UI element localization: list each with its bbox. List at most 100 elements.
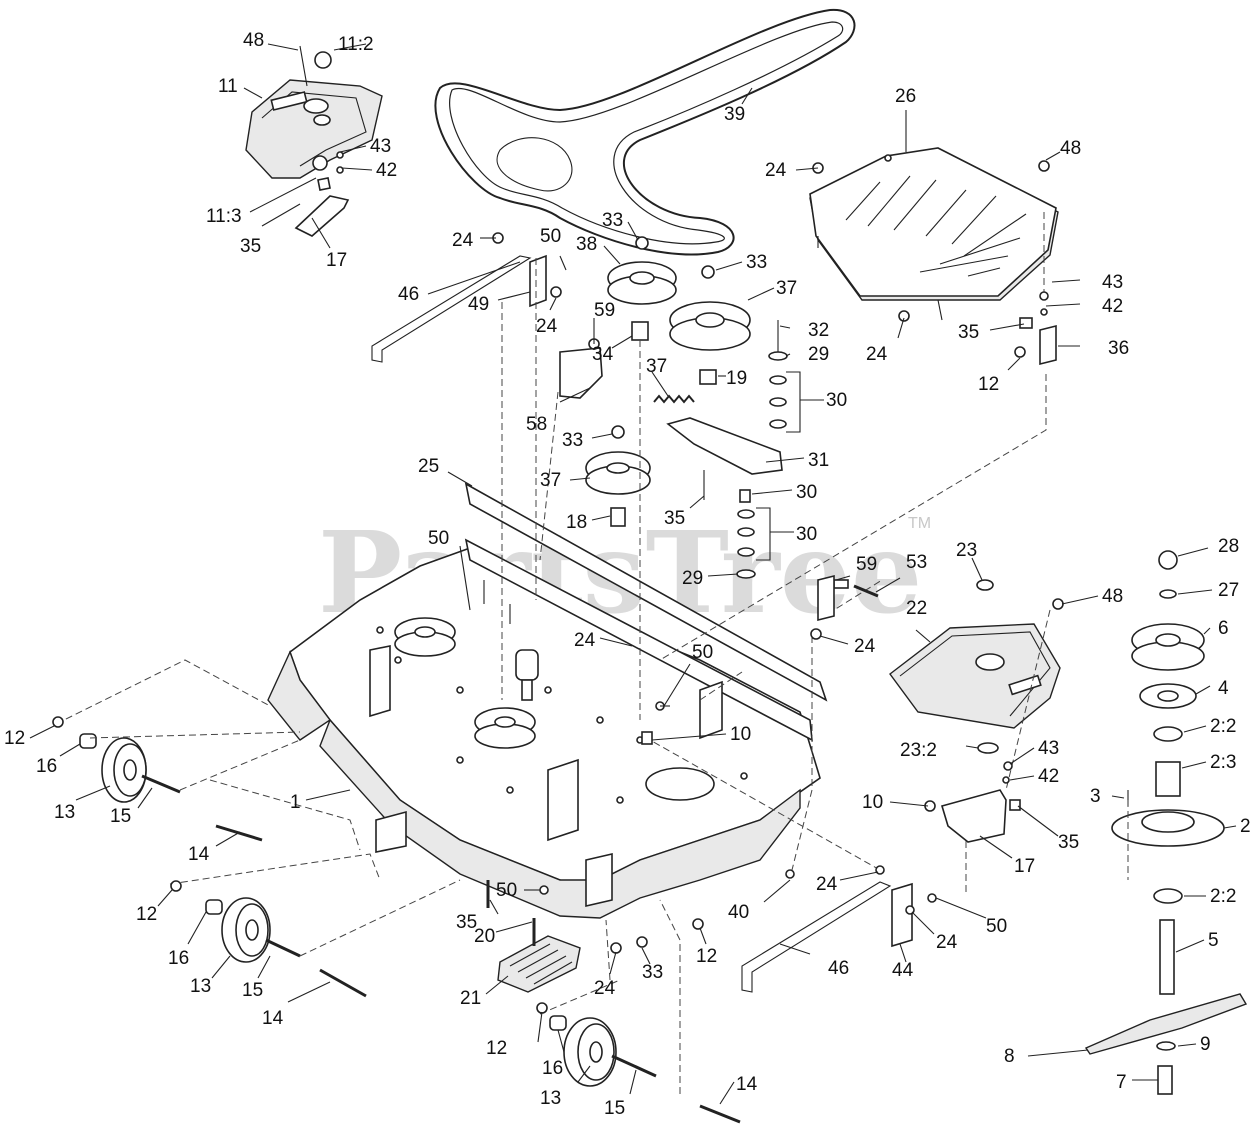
label-12-b: 12 bbox=[4, 728, 25, 749]
label-11: 11 bbox=[218, 76, 238, 97]
label-46: 44 bbox=[892, 960, 914, 981]
label-7: 8 bbox=[1004, 1046, 1015, 1067]
label-23-3: 23:2 bbox=[900, 740, 937, 761]
label-21-d: 24 bbox=[536, 316, 558, 337]
label-13-c: 13 bbox=[540, 1088, 561, 1109]
label-52-d: 50 bbox=[496, 880, 517, 901]
label-8: 9 bbox=[1200, 1034, 1211, 1055]
label-3: 3 bbox=[1090, 786, 1101, 807]
label-10-b: 10 bbox=[862, 792, 883, 813]
label-37: 38 bbox=[576, 234, 597, 255]
label-14-c: 14 bbox=[736, 1074, 758, 1095]
label-34-d: 33 bbox=[642, 962, 663, 983]
label-59-b: 59 bbox=[856, 554, 877, 575]
label-18: 18 bbox=[566, 512, 587, 533]
label-21-b: 24 bbox=[866, 344, 888, 365]
left-belt-cover bbox=[245, 45, 383, 237]
label-2-2-a: 2:2 bbox=[1210, 716, 1236, 737]
callout-labels: 48 11:2 11 43 42 11:3 35 17 39 26 24 48 … bbox=[4, 30, 1251, 1119]
label-52-b: 50 bbox=[428, 528, 449, 549]
label-57: 53 bbox=[906, 552, 927, 573]
label-29-b: 29 bbox=[682, 568, 703, 589]
label-1: 1 bbox=[290, 792, 301, 813]
label-58: 58 bbox=[526, 414, 547, 435]
label-50: 49 bbox=[468, 294, 489, 315]
label-41: 39 bbox=[724, 104, 745, 125]
label-34-c: 33 bbox=[562, 430, 583, 451]
label-34-a: 33 bbox=[602, 210, 623, 231]
label-11-3: 11:3 bbox=[206, 206, 242, 227]
label-2: 2 bbox=[1240, 816, 1251, 837]
deck-access-plate bbox=[809, 147, 1059, 321]
label-30-a: 30 bbox=[826, 390, 847, 411]
label-49-c: 43 bbox=[1038, 738, 1059, 759]
label-43-c: 35 bbox=[1058, 832, 1079, 853]
label-49: 43 bbox=[370, 136, 391, 157]
label-34-b: 33 bbox=[746, 252, 767, 273]
lift-rods bbox=[371, 232, 913, 993]
label-38: 34 bbox=[592, 344, 614, 365]
label-14-a: 14 bbox=[188, 844, 210, 865]
label-15-c: 15 bbox=[604, 1098, 625, 1119]
label-40: 37 bbox=[646, 356, 667, 377]
label-30-b: 30 bbox=[796, 524, 817, 545]
label-2-2-b: 2:2 bbox=[1210, 886, 1236, 907]
label-4: 4 bbox=[1218, 678, 1229, 699]
label-5: 5 bbox=[1208, 930, 1219, 951]
label-49-b: 43 bbox=[1102, 272, 1123, 293]
callout-leaders bbox=[29, 43, 1237, 1105]
reference-lines bbox=[55, 212, 1129, 1094]
label-2-3: 2:3 bbox=[1210, 752, 1236, 773]
label-59-a: 59 bbox=[594, 300, 615, 321]
label-16-b: 16 bbox=[168, 948, 189, 969]
label-24: 24 bbox=[574, 630, 596, 651]
label-21-g: 24 bbox=[816, 874, 838, 895]
label-16-c: 16 bbox=[542, 1058, 563, 1079]
label-44: 36 bbox=[1108, 338, 1129, 359]
label-53-c: 48 bbox=[1102, 586, 1123, 607]
label-16-a: 16 bbox=[36, 756, 57, 777]
label-23-2: 23 bbox=[956, 540, 977, 561]
hardware bbox=[52, 160, 1064, 1014]
label-9: 7 bbox=[1116, 1072, 1127, 1093]
label-31: 30 bbox=[796, 482, 817, 503]
label-21-a: 24 bbox=[765, 160, 787, 181]
label-21-f: 24 bbox=[594, 978, 616, 999]
label-10-a: 10 bbox=[730, 724, 751, 745]
label-17-b: 17 bbox=[1014, 856, 1035, 877]
label-28: 28 bbox=[1218, 536, 1239, 557]
label-47-b: 46 bbox=[828, 958, 849, 979]
label-12-c: 12 bbox=[136, 904, 157, 925]
label-39: 35 bbox=[456, 912, 477, 933]
label-25: 25 bbox=[418, 456, 439, 477]
label-36-b: 37 bbox=[540, 470, 561, 491]
label-6: 6 bbox=[1218, 618, 1229, 639]
idler-assembly bbox=[559, 236, 788, 579]
label-48-b: 42 bbox=[1102, 296, 1123, 317]
label-15-b: 15 bbox=[242, 980, 263, 1001]
label-53: 48 bbox=[243, 30, 264, 51]
label-52-c: 50 bbox=[692, 642, 713, 663]
label-42: 40 bbox=[728, 902, 749, 923]
mower-deck bbox=[267, 482, 828, 919]
label-53-b: 48 bbox=[1060, 138, 1081, 159]
label-29-a: 29 bbox=[808, 344, 829, 365]
spindle-assembly bbox=[1084, 550, 1248, 1095]
label-12-d: 12 bbox=[486, 1038, 507, 1059]
label-11-2: 11:2 bbox=[338, 34, 374, 55]
label-43-b: 35 bbox=[958, 322, 979, 343]
label-12-e: 12 bbox=[696, 946, 717, 967]
label-48: 42 bbox=[376, 160, 397, 181]
label-17: 17 bbox=[326, 250, 347, 271]
watermark-tm: TM bbox=[908, 515, 931, 532]
right-belt-cover bbox=[889, 579, 1061, 843]
label-13-b: 13 bbox=[190, 976, 211, 997]
label-27: 27 bbox=[1218, 580, 1239, 601]
label-21-e: 24 bbox=[854, 636, 876, 657]
label-21-h: 24 bbox=[936, 932, 958, 953]
label-35: 35 bbox=[664, 508, 685, 529]
label-22: 21 bbox=[460, 988, 481, 1009]
label-13-a: 13 bbox=[54, 802, 75, 823]
label-32: 31 bbox=[808, 450, 829, 471]
label-52-a: 50 bbox=[540, 226, 561, 247]
